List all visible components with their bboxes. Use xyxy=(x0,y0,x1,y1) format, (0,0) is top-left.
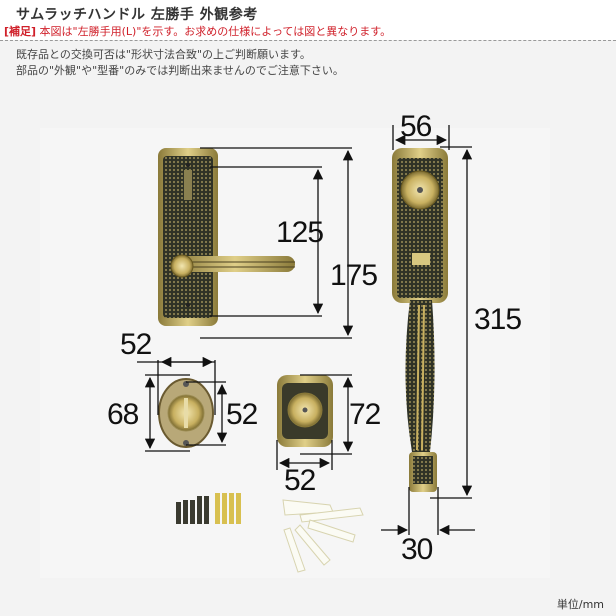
lever-handle xyxy=(158,148,295,326)
cylinder-escutcheon xyxy=(277,375,333,447)
keys xyxy=(282,499,364,573)
page-title: サムラッチハンドル 左勝手 外観参考 xyxy=(16,7,258,23)
dim-grip-bottom-width: 30 xyxy=(401,533,433,566)
dimension-lines xyxy=(137,125,475,536)
supplementary-note: [補足] 本図は"左勝手用(L)"を示す。お求めの仕様によっては図と異なります。 xyxy=(4,23,391,39)
dim-thumbturn-height: 68 xyxy=(107,398,139,431)
dim-thumbturn-width: 52 xyxy=(120,328,152,361)
description: 既存品との交換可否は"形状寸法合致"の上ご判断願います。 部品の"外観"や"型番… xyxy=(16,47,344,79)
dim-lever-inner-height: 125 xyxy=(276,216,324,249)
dashed-divider xyxy=(0,40,616,41)
description-line-1: 既存品との交換可否は"形状寸法合致"の上ご判断願います。 xyxy=(16,48,311,61)
grip-handle xyxy=(392,148,448,492)
dim-cylinder-width: 52 xyxy=(284,464,316,497)
unit-label: 単位/mm xyxy=(556,598,604,611)
dim-cylinder-height: 72 xyxy=(349,398,381,431)
thumbturn-escutcheon xyxy=(158,378,214,448)
dim-grip-total-height: 315 xyxy=(474,303,522,336)
note-text: 本図は"左勝手用(L)"を示す。お求めの仕様によっては図と異なります。 xyxy=(36,25,392,38)
dim-grip-plate-width: 56 xyxy=(400,110,432,143)
description-line-2: 部品の"外観"や"型番"のみでは判断出来ませんのでご注意下さい。 xyxy=(16,64,344,77)
dim-lever-outer-height: 175 xyxy=(330,259,378,292)
dim-thumbturn-inner-height: 52 xyxy=(226,398,258,431)
header: サムラッチハンドル 左勝手 外観参考 [補足] 本図は"左勝手用(L)"を示す。… xyxy=(0,0,616,40)
screws xyxy=(176,493,241,524)
note-tag: [補足] xyxy=(4,25,37,38)
